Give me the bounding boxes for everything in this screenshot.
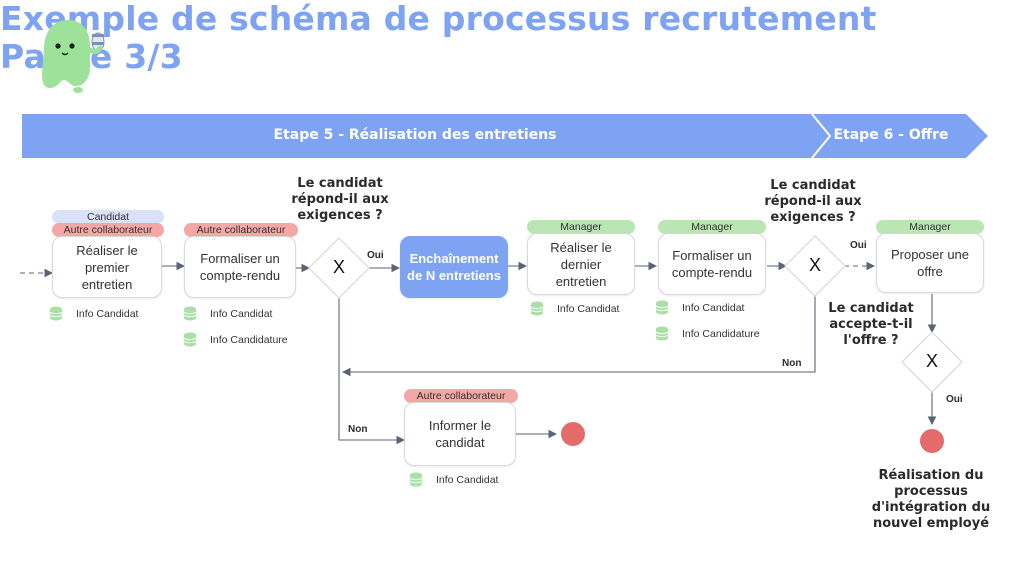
task-proposer-offre[interactable]: Proposer une offre xyxy=(876,233,984,293)
decision-3-symbol: X xyxy=(925,351,938,371)
stage-5-label: Etape 5 - Réalisation des entretiens xyxy=(273,127,557,143)
task-informer-candidat[interactable]: Informer le candidat xyxy=(404,402,516,466)
edge-label-non-1: Non xyxy=(782,358,802,369)
stage-6-label: Etape 6 - Offre xyxy=(833,127,949,143)
data-info-candidat: Info Candidat xyxy=(184,306,272,321)
task-label: Proposer une offre xyxy=(890,247,970,279)
decision-3-question: Le candidat accepte-t-il l'offre ? xyxy=(828,301,914,348)
data-info-candidat: Info Candidat xyxy=(656,300,744,315)
edge-label-non-2: Non xyxy=(348,424,368,435)
database-icon xyxy=(50,306,62,321)
task-realiser-premier-entretien[interactable]: Réaliser le premier entretien xyxy=(52,236,162,298)
tag-autre-collaborateur: Autre collaborateur xyxy=(404,389,518,403)
database-icon xyxy=(184,332,196,347)
database-icon xyxy=(656,300,668,315)
decision-2-question: Le candidat répond-il aux exigences ? xyxy=(764,178,862,225)
tag-autre-collaborateur: Autre collaborateur xyxy=(184,223,298,237)
data-info-candidature: Info Candidature xyxy=(184,332,288,347)
tag-manager: Manager xyxy=(876,220,984,234)
tag-candidat: Candidat xyxy=(52,210,164,224)
database-icon xyxy=(531,301,543,316)
task-realiser-dernier-entretien[interactable]: Réaliser le dernier entretien xyxy=(527,233,635,295)
end-event-accepted xyxy=(920,429,944,453)
edge-label-oui-3: Oui xyxy=(946,394,963,405)
title-line-1: Exemple de schéma de processus recruteme… xyxy=(0,0,877,38)
page-title: Exemple de schéma de processus recruteme… xyxy=(0,0,1024,76)
edge-label-oui-2: Oui xyxy=(850,240,867,251)
task-label: Formaliser un compte-rendu xyxy=(199,251,281,283)
data-info-candidat: Info Candidat xyxy=(410,472,498,487)
database-icon xyxy=(184,306,196,321)
decision-diamond-1 xyxy=(308,237,370,299)
data-info-candidat: Info Candidat xyxy=(531,301,619,316)
database-icon xyxy=(656,326,668,341)
task-label: Réaliser le premier entretien xyxy=(76,242,138,292)
edge-label-oui-1: Oui xyxy=(367,250,384,261)
decision-diamond-2 xyxy=(784,235,846,297)
data-info-candidature: Info Candidature xyxy=(656,326,760,341)
tag-manager: Manager xyxy=(658,220,766,234)
subprocess-enchainement-entretiens[interactable]: Enchaînement de N entretiens xyxy=(400,236,508,298)
decision-2-symbol: X xyxy=(808,255,821,275)
end-note: Réalisation du processus d'intégration d… xyxy=(871,468,991,531)
end-event-rejected xyxy=(561,422,585,446)
task-formaliser-compte-rendu-manager[interactable]: Formaliser un compte-rendu xyxy=(658,233,766,295)
database-icon xyxy=(410,472,422,487)
decision-1-question: Le candidat répond-il aux exigences ? xyxy=(291,176,389,223)
task-label: Réaliser le dernier entretien xyxy=(550,239,612,289)
task-label: Informer le candidat xyxy=(428,418,492,450)
task-formaliser-compte-rendu[interactable]: Formaliser un compte-rendu xyxy=(184,236,296,298)
decision-diamond-3 xyxy=(901,331,963,393)
data-info-candidat: Info Candidat xyxy=(50,306,138,321)
task-label: Enchaînement de N entretiens xyxy=(407,251,501,283)
task-label: Formaliser un compte-rendu xyxy=(671,248,753,280)
title-line-2: Partie 3/3 xyxy=(0,37,183,76)
mascot-icon xyxy=(42,20,105,93)
decision-1-symbol: X xyxy=(332,257,345,277)
tag-manager: Manager xyxy=(527,220,635,234)
tag-autre-collaborateur: Autre collaborateur xyxy=(52,223,164,237)
